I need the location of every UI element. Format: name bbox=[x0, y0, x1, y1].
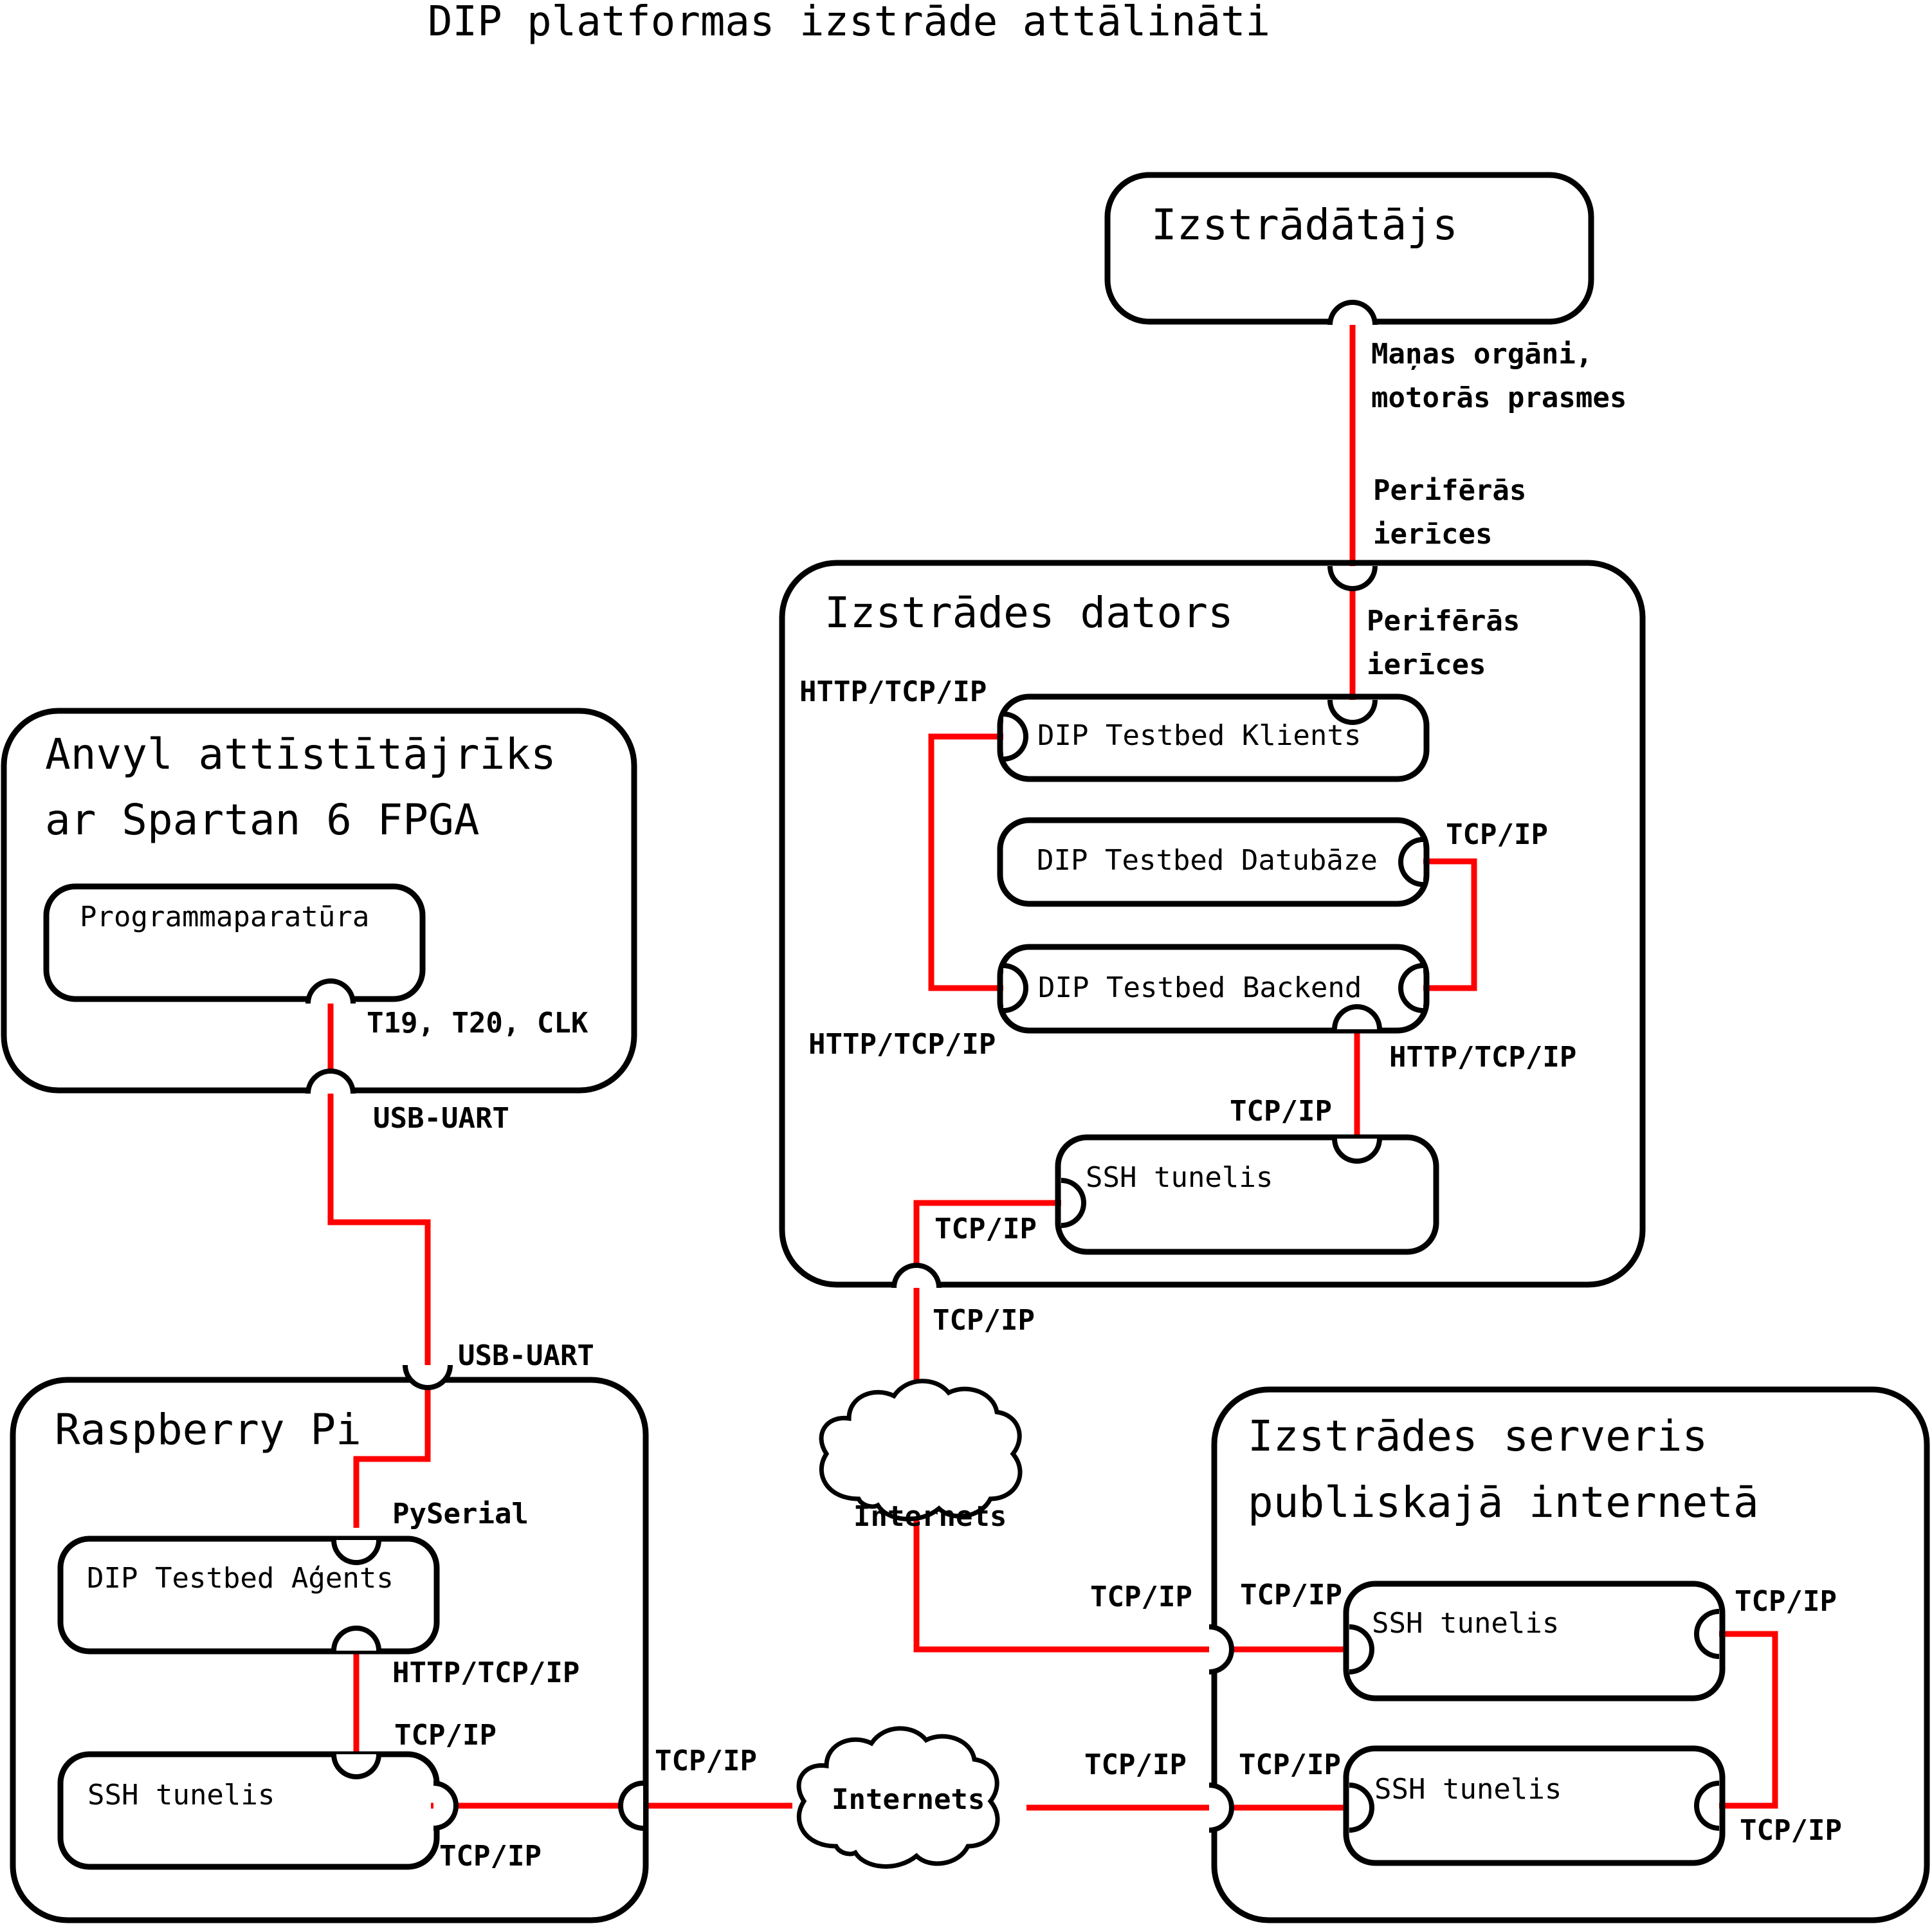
label-tcp-dators-edge: TCP/IP bbox=[933, 1304, 1035, 1337]
label-tcp-server-upper-out: TCP/IP bbox=[1090, 1581, 1192, 1613]
label-tcp-ssh-rpi-right: TCP/IP bbox=[439, 1840, 542, 1873]
port-raspberry-right bbox=[618, 1781, 644, 1831]
port-client-top bbox=[1327, 699, 1378, 725]
dev-computer-box bbox=[779, 560, 1646, 1288]
internet-cloud-lower: Internets bbox=[796, 1726, 1000, 1869]
internet-cloud-upper: Internets bbox=[819, 1379, 1023, 1533]
dev-computer-title: Izstrādes dators bbox=[825, 588, 1234, 637]
label-tcp-ssh1-right: TCP/IP bbox=[1735, 1585, 1837, 1618]
port-database-right bbox=[1398, 837, 1424, 887]
port-anvyl-bottom bbox=[305, 1068, 356, 1094]
wire-server-ssh-loop bbox=[1714, 1631, 1778, 1809]
port-rpi-ssh-right bbox=[433, 1781, 459, 1831]
port-server-ssh2-left bbox=[1349, 1783, 1374, 1833]
port-backend-bottom bbox=[1332, 1004, 1382, 1030]
label-tcp-rpi-edge: TCP/IP bbox=[655, 1745, 757, 1777]
database-label: DIP Testbed Datubāze bbox=[1037, 844, 1378, 877]
label-http-agents: HTTP/TCP/IP bbox=[392, 1656, 579, 1689]
port-server-ssh1-right bbox=[1694, 1609, 1720, 1659]
label-periferas-in-2: ierīces bbox=[1367, 648, 1486, 681]
agent-box bbox=[57, 1536, 440, 1655]
wire-agent-to-anvyl bbox=[327, 991, 431, 1528]
label-periferas-out-1: Perifērās bbox=[1373, 474, 1526, 507]
label-tcp-server-lower-in: TCP/IP bbox=[1239, 1748, 1341, 1781]
anvyl-title-line1: Anvyl attīstītājrīks bbox=[45, 729, 556, 779]
connection-labels: Maņas orgāni, motorās prasmes Perifērās … bbox=[367, 338, 1842, 1873]
label-t19: T19, T20, CLK bbox=[367, 1007, 588, 1040]
port-firmware-bottom bbox=[305, 978, 356, 1004]
port-agent-bottom bbox=[331, 1626, 381, 1651]
cloud-icon bbox=[819, 1379, 1023, 1521]
label-pyserial: PySerial bbox=[392, 1498, 529, 1530]
port-server-ssh2-right bbox=[1694, 1781, 1720, 1831]
wire-internet-to-server-ssh1 bbox=[913, 1492, 1346, 1653]
label-manas-1: Maņas orgāni, bbox=[1371, 338, 1592, 371]
label-tcp-ssh-left: TCP/IP bbox=[934, 1213, 1037, 1245]
label-http-klients: HTTP/TCP/IP bbox=[799, 675, 987, 708]
backend-label: DIP Testbed Backend bbox=[1038, 971, 1362, 1004]
server-ssh2-label: SSH tunelis bbox=[1374, 1773, 1562, 1806]
port-server-left-lower bbox=[1208, 1783, 1234, 1833]
label-tcp-server-upper-in: TCP/IP bbox=[1240, 1579, 1342, 1611]
wire-database-to-backend bbox=[1412, 858, 1477, 991]
developer-title: Izstrādātājs bbox=[1151, 200, 1458, 250]
port-server-ssh1-left bbox=[1349, 1624, 1374, 1674]
server-ssh1-box bbox=[1343, 1581, 1726, 1701]
database-box bbox=[997, 817, 1430, 907]
client-box bbox=[997, 693, 1430, 782]
label-tcp-ssh-top: TCP/IP bbox=[1230, 1095, 1332, 1128]
label-http-backend-left: HTTP/TCP/IP bbox=[808, 1028, 996, 1061]
port-client-left bbox=[1003, 711, 1028, 762]
rpi-ssh-label: SSH tunelis bbox=[87, 1779, 275, 1811]
cloud-upper-label: Internets bbox=[853, 1500, 1007, 1533]
label-periferas-out-2: ierīces bbox=[1373, 518, 1492, 551]
port-server-left-upper bbox=[1208, 1624, 1234, 1674]
label-periferas-in-1: Perifērās bbox=[1367, 605, 1520, 637]
label-tcp-server-lower-out: TCP/IP bbox=[1084, 1748, 1187, 1781]
label-usb-anvyl: USB-UART bbox=[373, 1102, 509, 1135]
port-computer-bottom bbox=[891, 1263, 942, 1289]
server-ssh2-box bbox=[1343, 1745, 1726, 1866]
backend-box bbox=[997, 944, 1430, 1034]
label-tcp-ssh2-right: TCP/IP bbox=[1740, 1814, 1842, 1847]
wire-ssh-to-internet bbox=[913, 1200, 1064, 1433]
label-usb-rpi: USB-UART bbox=[458, 1339, 594, 1372]
wire-client-to-backend bbox=[928, 733, 1012, 991]
firmware-box bbox=[43, 883, 426, 1002]
agent-label: DIP Testbed Aģents bbox=[87, 1562, 394, 1595]
anvyl-title-line2: ar Spartan 6 FPGA bbox=[45, 795, 480, 845]
port-backend-left bbox=[1003, 963, 1028, 1013]
client-label: DIP Testbed Klients bbox=[1037, 719, 1361, 752]
server-title-line2: publiskajā internetā bbox=[1248, 1478, 1759, 1527]
server-title-line1: Izstrādes serveris bbox=[1248, 1411, 1708, 1461]
dev-ssh-label: SSH tunelis bbox=[1086, 1161, 1273, 1194]
port-agent-top bbox=[331, 1539, 381, 1565]
ports bbox=[305, 300, 1720, 1833]
port-computer-top bbox=[1327, 565, 1378, 591]
port-rpi-ssh-top bbox=[331, 1754, 381, 1779]
label-tcp-ssh-rpi-top: TCP/IP bbox=[394, 1719, 497, 1752]
raspberry-box bbox=[10, 1377, 649, 1923]
port-developer-bottom bbox=[1327, 300, 1378, 326]
label-tcp-datubaze: TCP/IP bbox=[1446, 818, 1548, 851]
server-ssh1-label: SSH tunelis bbox=[1372, 1607, 1559, 1640]
dev-ssh-box bbox=[1055, 1134, 1439, 1255]
cloud-lower-label: Internets bbox=[832, 1783, 985, 1816]
cloud-icon bbox=[796, 1726, 1000, 1869]
firmware-label: Programmaparatūra bbox=[80, 901, 369, 933]
port-backend-right bbox=[1398, 963, 1424, 1013]
label-manas-2: motorās prasmes bbox=[1371, 381, 1627, 414]
port-dev-ssh-left bbox=[1061, 1178, 1086, 1228]
diagram-title: DIP platformas izstrāde attālināti bbox=[428, 0, 1270, 46]
label-http-backend-bottom: HTTP/TCP/IP bbox=[1389, 1041, 1576, 1074]
raspberry-title: Raspberry Pi bbox=[55, 1405, 361, 1454]
port-raspberry-top bbox=[403, 1364, 453, 1390]
port-dev-ssh-top bbox=[1332, 1138, 1382, 1164]
